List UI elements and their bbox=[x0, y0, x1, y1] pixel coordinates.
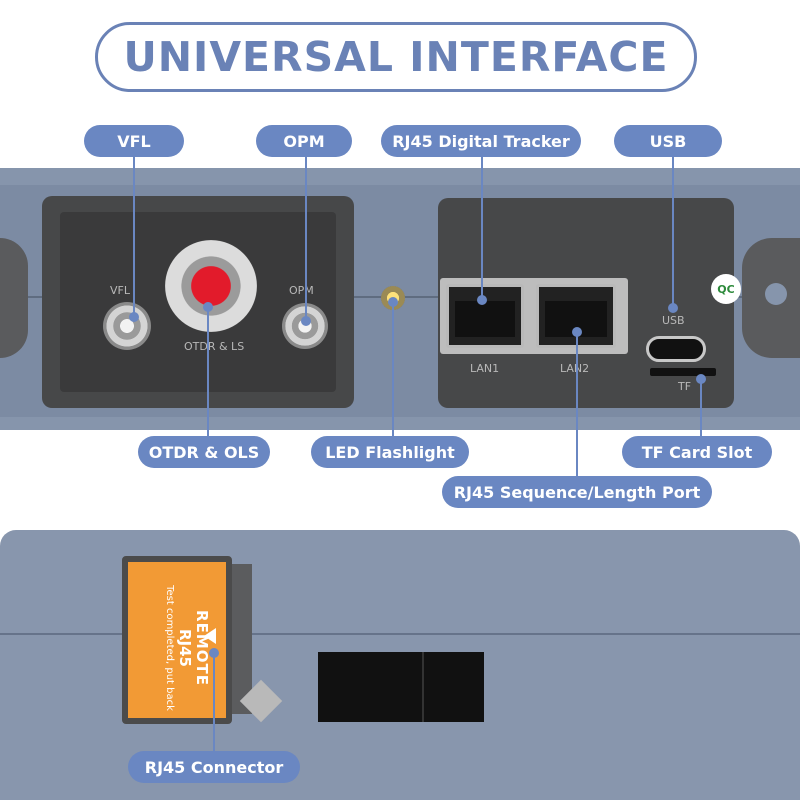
leader-opm bbox=[305, 157, 307, 320]
leader-rj45-seq bbox=[576, 332, 578, 476]
leader-tf bbox=[700, 378, 702, 436]
leader-dot-tf bbox=[696, 374, 706, 384]
leader-otdr bbox=[207, 306, 209, 436]
leader-rj45-tracker bbox=[481, 157, 483, 300]
printed-lan2: LAN2 bbox=[560, 362, 590, 375]
remote-holder bbox=[232, 564, 252, 714]
leader-dot-rj45-tracker bbox=[477, 295, 487, 305]
label-vfl: VFL bbox=[84, 125, 184, 157]
usb-c-port[interactable] bbox=[646, 336, 706, 362]
leader-dot-rj45-seq bbox=[572, 327, 582, 337]
label-rj45-sequence: RJ45 Sequence/Length Port bbox=[442, 476, 712, 508]
leader-dot-vfl bbox=[129, 312, 139, 322]
left-mount-bracket bbox=[0, 238, 28, 358]
remote-printed-text: REMOTE RJ45 Test completed, put back bbox=[164, 573, 212, 723]
vfl-port[interactable] bbox=[103, 302, 151, 350]
bottom-window-divider bbox=[422, 652, 424, 722]
printed-tf: TF bbox=[678, 380, 692, 393]
leader-dot-led bbox=[388, 297, 398, 307]
leader-vfl bbox=[133, 157, 135, 317]
printed-opm: OPM bbox=[289, 284, 314, 297]
label-usb: USB bbox=[614, 125, 722, 157]
label-led-flashlight: LED Flashlight bbox=[311, 436, 469, 468]
bottom-window bbox=[318, 652, 484, 722]
tf-card-slot[interactable] bbox=[650, 368, 716, 376]
printed-usb: USB bbox=[662, 314, 685, 327]
printed-lan1: LAN1 bbox=[470, 362, 500, 375]
leader-led bbox=[392, 300, 394, 436]
label-tf-card-slot: TF Card Slot bbox=[622, 436, 772, 468]
leader-usb bbox=[672, 157, 674, 309]
remote-title: REMOTE bbox=[193, 610, 211, 686]
printed-otdr: OTDR & LS bbox=[184, 340, 245, 353]
remote-arrow-icon bbox=[204, 628, 216, 644]
label-otdr-ols: OTDR & OLS bbox=[138, 436, 270, 468]
remote-note: Test completed, put back bbox=[164, 585, 176, 711]
leader-dot-rj45-connector bbox=[209, 648, 219, 658]
leader-rj45-connector bbox=[213, 652, 215, 752]
label-rj45-connector: RJ45 Connector bbox=[128, 751, 300, 783]
lan1-port[interactable] bbox=[446, 284, 524, 348]
leader-dot-usb bbox=[668, 303, 678, 313]
leader-dot-opm bbox=[301, 316, 311, 326]
label-opm: OPM bbox=[256, 125, 352, 157]
right-mount-hole bbox=[765, 283, 787, 305]
page-title: UNIVERSAL INTERFACE bbox=[95, 22, 697, 92]
qc-sticker: QC bbox=[711, 274, 741, 304]
lan1-port-cavity bbox=[455, 301, 515, 337]
device-bottom-seam bbox=[0, 633, 800, 635]
remote-model: RJ45 bbox=[175, 628, 194, 667]
otdr-port[interactable] bbox=[165, 240, 257, 332]
leader-dot-otdr bbox=[203, 302, 213, 312]
printed-vfl: VFL bbox=[110, 284, 130, 297]
label-rj45-tracker: RJ45 Digital Tracker bbox=[381, 125, 581, 157]
